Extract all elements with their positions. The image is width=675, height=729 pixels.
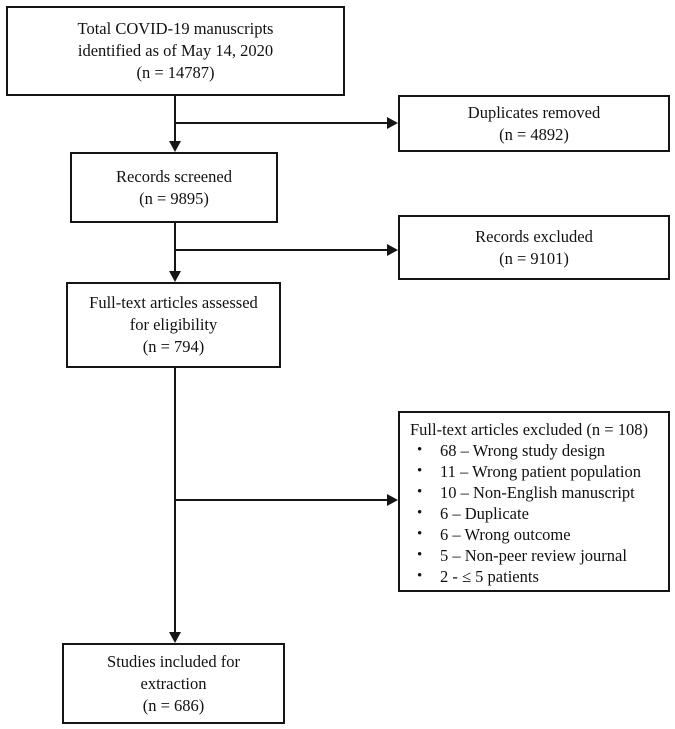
node-records-screened: Records screened (n = 9895) <box>70 152 278 223</box>
node-text: Total COVID-19 manuscripts <box>77 19 274 38</box>
node-fulltext-excluded: Full-text articles excluded (n = 108) 68… <box>398 411 670 592</box>
exclusion-reason-item: 2 - ≤ 5 patients <box>410 566 641 587</box>
arrowhead-right-icon <box>387 244 398 256</box>
node-records-excluded: Records excluded (n = 9101) <box>398 215 670 280</box>
exclusion-reason-item: 6 – Duplicate <box>410 503 641 524</box>
connector-to-duplicates-removed <box>175 122 388 124</box>
connector-identified-to-screened <box>174 95 176 143</box>
node-fulltext-assessed: Full-text articles assessed for eligibil… <box>66 282 281 368</box>
connector-to-fulltext-excluded <box>175 499 388 501</box>
node-text: for eligibility <box>129 315 218 334</box>
arrowhead-down-icon <box>169 632 181 643</box>
node-text: (n = 14787) <box>136 63 215 82</box>
exclusion-reason-item: 5 – Non-peer review journal <box>410 545 641 566</box>
node-text: extraction <box>140 673 207 693</box>
connector-screened-to-assessed <box>174 223 176 272</box>
arrowhead-down-icon <box>169 141 181 152</box>
node-text: (n = 4892) <box>499 124 569 144</box>
node-text: identified as of May 14, 2020 <box>77 41 274 60</box>
node-text: Records excluded <box>475 226 593 246</box>
node-title: Full-text articles excluded (n = 108) <box>410 420 648 439</box>
node-text: (n = 794) <box>142 337 205 356</box>
node-text: Records screened <box>116 166 232 186</box>
exclusion-reason-item: 68 – Wrong study design <box>410 440 641 461</box>
node-text: Duplicates removed <box>467 102 601 122</box>
node-text: (n = 9895) <box>139 188 209 208</box>
node-text: Full-text articles assessed <box>89 293 258 312</box>
node-text: (n = 9101) <box>499 248 569 268</box>
node-text: Studies included for <box>107 651 240 671</box>
connector-to-records-excluded <box>175 249 388 251</box>
exclusion-reason-item: 11 – Wrong patient population <box>410 461 641 482</box>
node-duplicates-removed: Duplicates removed (n = 4892) <box>398 95 670 152</box>
node-text: (n = 686) <box>142 695 205 715</box>
arrowhead-right-icon <box>387 494 398 506</box>
node-studies-included: Studies included for extraction (n = 686… <box>62 643 285 724</box>
exclusion-reason-list: 68 – Wrong study design 11 – Wrong patie… <box>410 440 641 587</box>
exclusion-reason-item: 6 – Wrong outcome <box>410 524 641 545</box>
arrowhead-right-icon <box>387 117 398 129</box>
exclusion-reason-item: 10 – Non-English manuscript <box>410 482 641 503</box>
arrowhead-down-icon <box>169 271 181 282</box>
node-total-identified: Total COVID-19 manuscripts identified as… <box>6 6 345 96</box>
